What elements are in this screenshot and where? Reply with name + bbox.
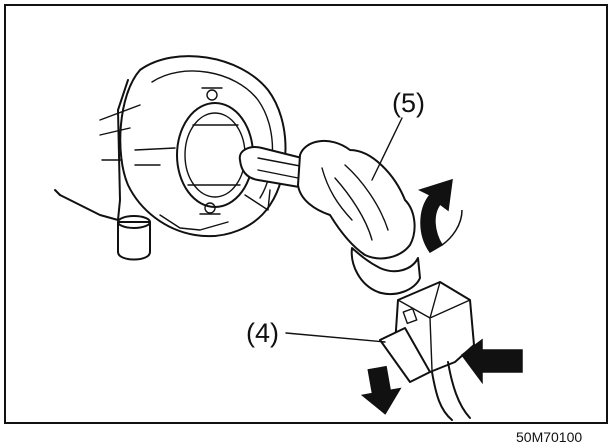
press-arrow-icon xyxy=(460,338,523,385)
headlight-bulb xyxy=(238,139,421,296)
callout-leader-bulb xyxy=(371,117,403,181)
callout-label-connector: (4) xyxy=(246,318,279,348)
wiring-connector xyxy=(379,281,475,421)
figure-frame xyxy=(4,4,608,424)
headlamp-housing xyxy=(54,55,287,261)
callout-leader-connector xyxy=(285,332,386,343)
figure-code: 50M70100 xyxy=(516,429,582,445)
callout-label-bulb: (5) xyxy=(392,88,425,118)
pull-down-arrow-icon xyxy=(360,365,402,415)
curved-rotation-arrow-icon xyxy=(418,178,463,253)
